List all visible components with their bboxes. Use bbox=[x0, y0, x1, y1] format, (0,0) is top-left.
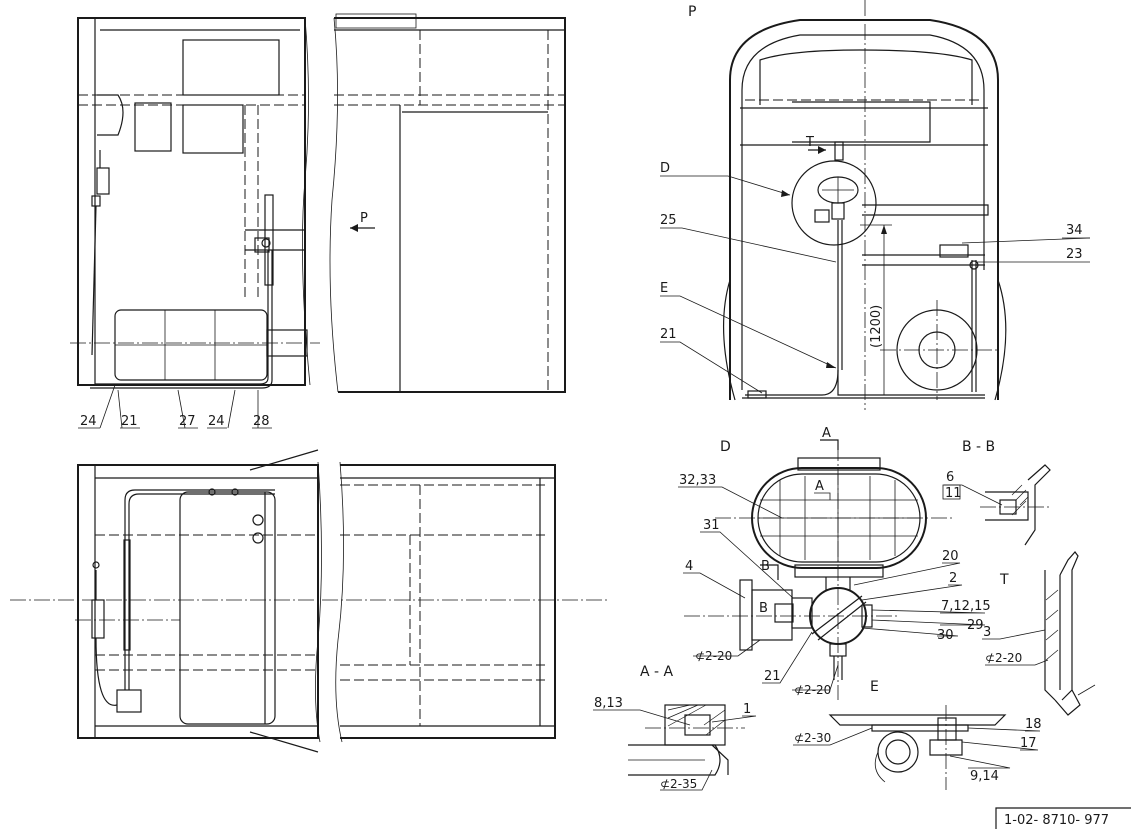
section-bb-title: B - B bbox=[962, 439, 995, 455]
view-t-title: T bbox=[999, 572, 1009, 588]
label-30: 30 bbox=[937, 628, 954, 643]
view-p-title: P bbox=[688, 4, 696, 20]
label-34: 34 bbox=[1066, 223, 1083, 238]
label-3: 3 bbox=[983, 625, 991, 640]
callout-24b: 24 bbox=[208, 414, 225, 429]
label-29: 29 bbox=[967, 618, 984, 633]
detail-d-title: D bbox=[720, 439, 731, 455]
label-11: 11 bbox=[945, 486, 962, 501]
label-20: 20 bbox=[942, 549, 959, 564]
label-6: 6 bbox=[946, 470, 954, 485]
section-a-a: A - A 8,13 1 ⊄2-35 bbox=[593, 664, 757, 791]
label-weld-d2: ⊄2-20 bbox=[794, 683, 831, 697]
label-18: 18 bbox=[1025, 717, 1042, 732]
label-b-top: B bbox=[761, 559, 770, 574]
label-a-top: A bbox=[822, 426, 831, 441]
label-31: 31 bbox=[703, 518, 720, 533]
label-25: 25 bbox=[660, 213, 677, 228]
callout-28: 28 bbox=[253, 414, 270, 429]
label-21-top: 21 bbox=[660, 327, 677, 342]
label-arrow-p: P bbox=[360, 211, 368, 226]
callout-21: 21 bbox=[121, 414, 138, 429]
view-side-top-left: P 24 21 27 24 28 bbox=[70, 13, 566, 429]
label-23: 23 bbox=[1066, 247, 1083, 262]
callout-24a: 24 bbox=[80, 414, 97, 429]
label-4: 4 bbox=[685, 559, 693, 574]
label-t-arrow: T bbox=[805, 135, 814, 150]
drawing-number: 1-02- 8710- 977 bbox=[1004, 813, 1109, 828]
label-b-inner: B bbox=[759, 601, 768, 616]
label-dim-1200: (1200) bbox=[869, 305, 884, 348]
view-p-top-right: P T bbox=[660, 0, 1091, 410]
label-weld-t: ⊄2-20 bbox=[985, 651, 1022, 665]
section-aa-title: A - A bbox=[640, 664, 674, 680]
label-e: E bbox=[660, 281, 668, 296]
label-7-12-15: 7,12,15 bbox=[941, 599, 991, 614]
view-t: T 3 ⊄2-20 bbox=[982, 551, 1096, 716]
callout-27: 27 bbox=[179, 414, 196, 429]
label-2: 2 bbox=[949, 571, 957, 586]
label-17: 17 bbox=[1020, 736, 1037, 751]
detail-d: D A A B B ⊄2-20 ⊄2-20 bbox=[678, 426, 991, 700]
label-32-33: 32,33 bbox=[679, 473, 716, 488]
label-8-13: 8,13 bbox=[594, 696, 623, 711]
detail-e-title: E bbox=[870, 679, 879, 695]
view-plan-bottom-left bbox=[10, 449, 610, 753]
label-weld-d1: ⊄2-20 bbox=[695, 649, 732, 663]
label-a-inner: A bbox=[815, 479, 824, 494]
label-9-14: 9,14 bbox=[970, 769, 999, 784]
title-block: 1-02- 8710- 977 bbox=[995, 807, 1131, 829]
label-d: D bbox=[660, 161, 670, 176]
detail-e: E ⊄2-30 18 17 9,14 bbox=[793, 679, 1042, 790]
label-21-d: 21 bbox=[764, 669, 781, 684]
label-1: 1 bbox=[743, 702, 751, 717]
section-b-b: B - B 6 11 bbox=[942, 439, 1051, 546]
label-weld-e: ⊄2-30 bbox=[794, 731, 831, 745]
label-weld-aa: ⊄2-35 bbox=[660, 777, 697, 791]
